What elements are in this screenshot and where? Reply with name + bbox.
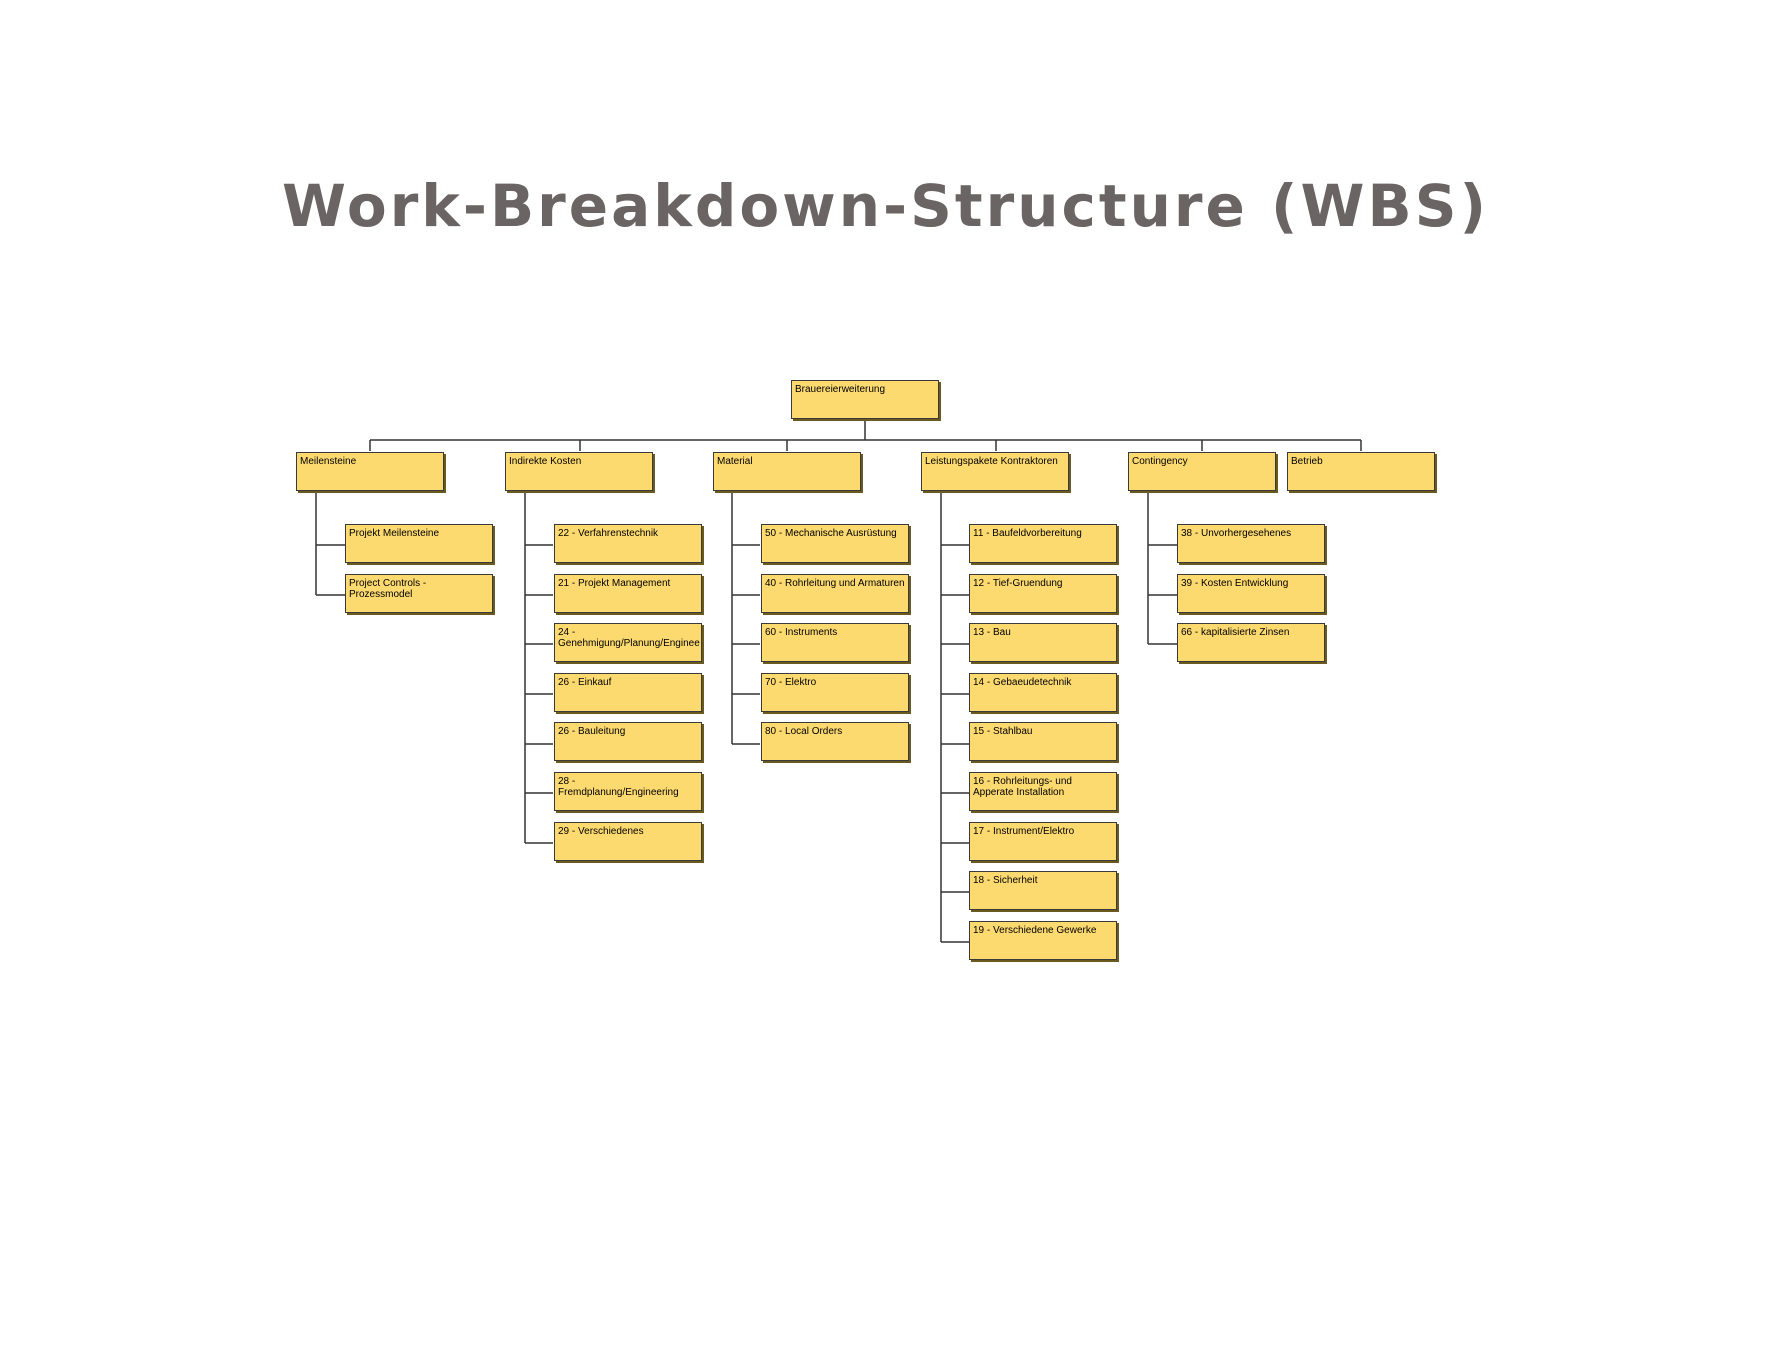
wbs-leaf[interactable]: 17 - Instrument/Elektro [969,822,1117,861]
wbs-node-indirekte-kosten[interactable]: Indirekte Kosten [505,452,653,491]
wbs-leaf[interactable]: 29 - Verschiedenes [554,822,702,861]
wbs-leaf[interactable]: 13 - Bau [969,623,1117,662]
wbs-leaf[interactable]: 11 - Baufeldvorbereitung [969,524,1117,563]
wbs-leaf[interactable]: 26 - Bauleitung [554,722,702,761]
wbs-node-leistungspakete[interactable]: Leistungspakete Kontraktoren [921,452,1069,491]
wbs-leaf[interactable]: 15 - Stahlbau [969,722,1117,761]
wbs-node-contingency[interactable]: Contingency [1128,452,1276,491]
page-title: Work-Breakdown-Structure (WBS) [281,172,1490,240]
wbs-leaf[interactable]: 60 - Instruments [761,623,909,662]
wbs-node-material[interactable]: Material [713,452,861,491]
wbs-leaf[interactable]: 66 - kapitalisierte Zinsen [1177,623,1325,662]
wbs-leaf[interactable]: 12 - Tief-Gruendung [969,574,1117,613]
wbs-leaf[interactable]: 22 - Verfahrenstechnik [554,524,702,563]
wbs-leaf[interactable]: 18 - Sicherheit [969,871,1117,910]
wbs-leaf[interactable]: 26 - Einkauf [554,673,702,712]
wbs-node-betrieb[interactable]: Betrieb [1287,452,1435,491]
wbs-node-meilensteine[interactable]: Meilensteine [296,452,444,491]
wbs-root-node[interactable]: Brauereierweiterung [791,380,939,419]
wbs-leaf[interactable]: 38 - Unvorhergesehenes [1177,524,1325,563]
wbs-leaf[interactable]: Project Controls - Prozessmodel [345,574,493,613]
wbs-leaf[interactable]: 40 - Rohrleitung und Armaturen [761,574,909,613]
wbs-leaf[interactable]: 70 - Elektro [761,673,909,712]
wbs-leaf[interactable]: 21 - Projekt Management [554,574,702,613]
wbs-leaf[interactable]: 24 - Genehmigung/Planung/Enginee [554,623,702,662]
wbs-leaf[interactable]: 16 - Rohrleitungs- und Apperate Installa… [969,772,1117,811]
wbs-leaf[interactable]: Projekt Meilensteine [345,524,493,563]
wbs-leaf[interactable]: 14 - Gebaeudetechnik [969,673,1117,712]
wbs-leaf[interactable]: 28 - Fremdplanung/Engineering [554,772,702,811]
wbs-leaf[interactable]: 39 - Kosten Entwicklung [1177,574,1325,613]
wbs-leaf[interactable]: 19 - Verschiedene Gewerke [969,921,1117,960]
wbs-leaf[interactable]: 50 - Mechanische Ausrüstung [761,524,909,563]
wbs-leaf[interactable]: 80 - Local Orders [761,722,909,761]
